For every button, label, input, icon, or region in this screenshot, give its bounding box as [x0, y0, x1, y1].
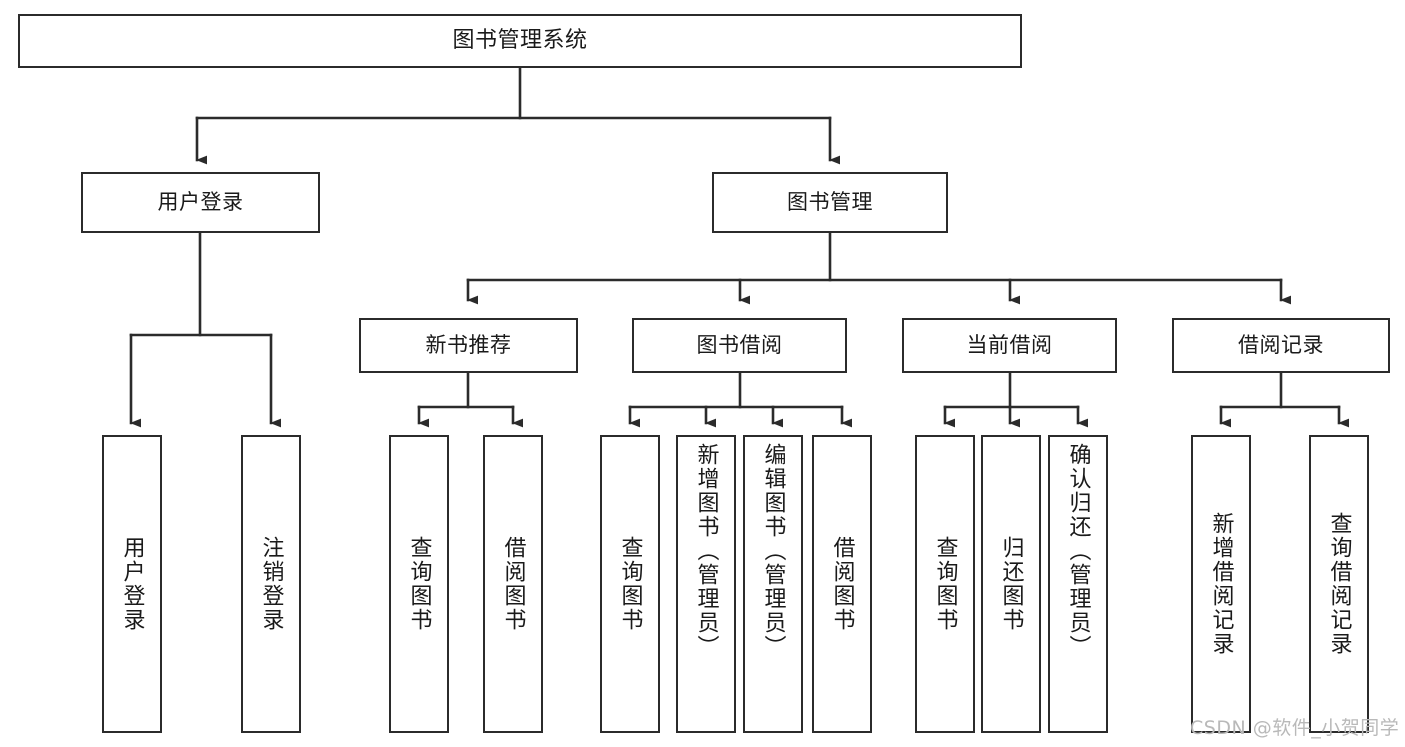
node-leaf-add-book[interactable]: 新增图书（管理员） — [676, 435, 736, 733]
node-leaf-query-record[interactable]: 查询借阅记录 — [1309, 435, 1369, 733]
node-label: 借阅图书 — [829, 536, 855, 632]
node-book-borrow[interactable]: 图书借阅 — [632, 318, 847, 373]
node-label: 图书管理系统 — [452, 27, 588, 53]
node-label: 归还图书 — [998, 536, 1024, 632]
node-label: 用户登录 — [157, 189, 244, 214]
node-user-login[interactable]: 用户登录 — [81, 172, 320, 233]
node-leaf-confirm-return[interactable]: 确认归还（管理员） — [1048, 435, 1108, 733]
node-label: 新增图书（管理员） — [693, 443, 719, 659]
node-leaf-add-record[interactable]: 新增借阅记录 — [1191, 435, 1251, 733]
node-leaf-query-book-1[interactable]: 查询图书 — [389, 435, 449, 733]
node-label: 编辑图书（管理员） — [760, 443, 786, 659]
node-leaf-logout-login[interactable]: 注销登录 — [241, 435, 301, 733]
node-label: 查询图书 — [406, 536, 432, 632]
node-label: 借阅图书 — [500, 536, 526, 632]
node-label: 查询借阅记录 — [1326, 512, 1352, 656]
node-leaf-edit-book[interactable]: 编辑图书（管理员） — [743, 435, 803, 733]
node-label: 图书借阅 — [696, 332, 783, 357]
node-label: 查询图书 — [932, 536, 958, 632]
node-book-manage[interactable]: 图书管理 — [712, 172, 948, 233]
node-current-borrow[interactable]: 当前借阅 — [902, 318, 1117, 373]
node-label: 查询图书 — [617, 536, 643, 632]
node-leaf-user-login[interactable]: 用户登录 — [102, 435, 162, 733]
node-label: 注销登录 — [258, 536, 284, 632]
node-leaf-query-book-2[interactable]: 查询图书 — [600, 435, 660, 733]
node-label: 当前借阅 — [966, 332, 1053, 357]
node-leaf-query-book-3[interactable]: 查询图书 — [915, 435, 975, 733]
node-label: 用户登录 — [119, 536, 145, 632]
node-label: 确认归还（管理员） — [1065, 443, 1091, 659]
node-label: 图书管理 — [787, 189, 873, 214]
node-label: 新增借阅记录 — [1208, 512, 1234, 656]
node-label: 借阅记录 — [1238, 332, 1324, 357]
node-new-book-recommend[interactable]: 新书推荐 — [359, 318, 578, 373]
node-leaf-return-book[interactable]: 归还图书 — [981, 435, 1041, 733]
watermark-csdn: CSDN @软件_小贺同学 — [1190, 717, 1400, 739]
node-label: 新书推荐 — [425, 332, 512, 357]
node-root-book-management-system[interactable]: 图书管理系统 — [18, 14, 1022, 68]
node-leaf-borrow-book-1[interactable]: 借阅图书 — [483, 435, 543, 733]
node-borrow-record[interactable]: 借阅记录 — [1172, 318, 1390, 373]
node-leaf-borrow-book-2[interactable]: 借阅图书 — [812, 435, 872, 733]
